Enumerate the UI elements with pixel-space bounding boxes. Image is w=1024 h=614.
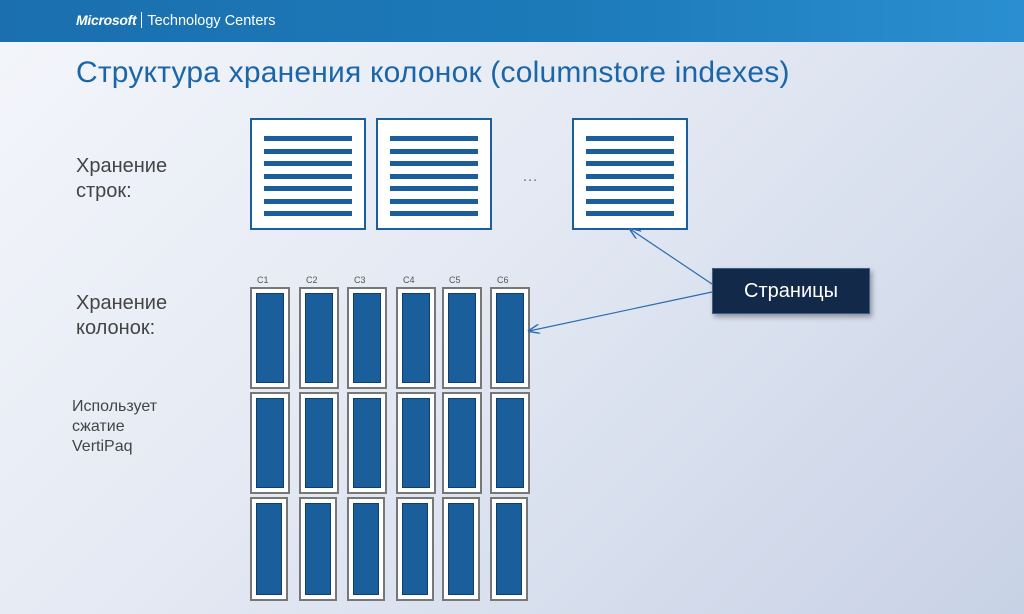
row-line <box>586 148 674 154</box>
column-segment <box>347 497 385 601</box>
row-line <box>586 211 674 216</box>
ellipsis: … <box>522 168 540 185</box>
row-line <box>264 148 352 154</box>
row-line <box>264 211 352 216</box>
row-line <box>264 186 352 191</box>
row-line <box>586 198 674 204</box>
column-segment-fill <box>496 398 524 488</box>
column-label: C1 <box>257 275 269 285</box>
column-segment-fill <box>353 398 381 488</box>
column-segment-fill <box>353 293 381 383</box>
column-segment-fill <box>305 293 333 383</box>
pages-callout: Страницы <box>712 268 870 314</box>
row-line <box>390 186 478 191</box>
column-segment <box>442 497 480 601</box>
column-segment-fill <box>402 503 428 595</box>
column-segment <box>347 287 387 389</box>
column-label: C2 <box>306 275 318 285</box>
brand-separator <box>141 12 143 28</box>
column-segment-fill <box>496 503 522 595</box>
row-line <box>264 173 352 179</box>
row-line <box>264 136 352 141</box>
column-segment <box>490 392 530 494</box>
row-line <box>390 148 478 154</box>
column-segment-fill <box>353 503 379 595</box>
column-segment <box>396 392 436 494</box>
row-line <box>264 198 352 204</box>
row-page <box>250 118 366 230</box>
column-label: C3 <box>354 275 366 285</box>
column-segment-fill <box>402 398 430 488</box>
column-segment-fill <box>496 293 524 383</box>
column-segment-fill <box>256 293 284 383</box>
column-label: C4 <box>403 275 415 285</box>
column-segment <box>250 497 288 601</box>
brand-logo: Microsoft Technology Centers <box>76 12 275 30</box>
column-segment <box>347 392 387 494</box>
column-label: C6 <box>497 275 509 285</box>
row-line <box>586 136 674 141</box>
column-segment-fill <box>448 398 476 488</box>
row-line <box>390 173 478 179</box>
column-label: C5 <box>449 275 461 285</box>
column-segment-fill <box>448 293 476 383</box>
brand-suffix: Technology Centers <box>147 13 276 29</box>
column-segment-fill <box>448 503 474 595</box>
row-line <box>390 161 478 166</box>
column-segment <box>490 287 530 389</box>
column-segment <box>442 287 482 389</box>
row-store-label: Хранение строк: <box>76 155 168 202</box>
arrow-to-column <box>529 291 713 331</box>
column-segment <box>250 392 290 494</box>
brand-name: Microsoft <box>76 12 137 28</box>
row-line <box>390 211 478 216</box>
column-segment <box>442 392 482 494</box>
row-line <box>390 136 478 141</box>
column-segment <box>299 497 337 601</box>
column-segment-fill <box>256 503 282 595</box>
column-segment <box>299 287 339 389</box>
row-line <box>264 161 352 166</box>
column-segment <box>396 497 434 601</box>
column-segment-fill <box>256 398 284 488</box>
column-segment <box>250 287 290 389</box>
compression-note: Использует сжатие VertiPaq <box>72 398 158 455</box>
row-page <box>376 118 492 230</box>
row-line <box>586 173 674 179</box>
row-page <box>572 118 688 230</box>
column-segment-fill <box>402 293 430 383</box>
column-segment-fill <box>305 503 331 595</box>
row-line <box>390 198 478 204</box>
column-store-label: Хранение колонок: <box>76 292 168 339</box>
row-line <box>586 186 674 191</box>
row-line <box>586 161 674 166</box>
column-segment <box>490 497 528 601</box>
slide-title: Структура хранения колонок (columnstore … <box>76 56 790 89</box>
column-segment-fill <box>305 398 333 488</box>
header-bar: Microsoft Technology Centers <box>0 0 1024 42</box>
column-segment <box>299 392 339 494</box>
column-segment <box>396 287 436 389</box>
arrow-to-page <box>630 229 713 285</box>
